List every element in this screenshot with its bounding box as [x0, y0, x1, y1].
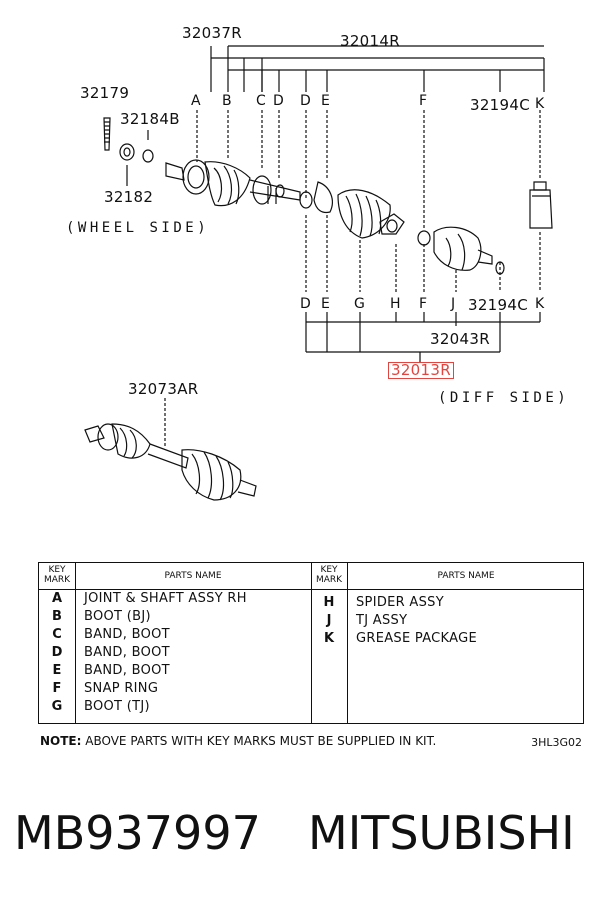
part-number-32037r: 32037R — [182, 24, 242, 42]
key-letter-top: B — [222, 93, 232, 109]
part-number-32179: 32179 — [80, 84, 130, 102]
key-letter-bottom: D — [300, 296, 311, 312]
exploded-view-drawing — [84, 45, 553, 501]
key-letter-top: D — [300, 93, 311, 109]
key-letter-top: D — [273, 93, 284, 109]
key-letter-top: K — [535, 96, 545, 112]
key-letter-top: F — [419, 93, 428, 109]
wheel-side-label: (WHEEL SIDE) — [66, 220, 210, 236]
key-letter-bottom: E — [321, 296, 330, 312]
header-parts-name-left: PARTS NAME — [164, 571, 222, 581]
part-number-32014r: 32014R — [340, 32, 400, 50]
key-letter-bottom: F — [419, 296, 428, 312]
key-letter-bottom: K — [535, 296, 545, 312]
header-parts-name-right: PARTS NAME — [437, 571, 495, 581]
key-letter-bottom: J — [451, 296, 456, 312]
part-number-32182: 32182 — [104, 188, 154, 206]
key-letter-bottom: G — [354, 296, 365, 312]
caption-part-number: MB937997 — [14, 806, 261, 860]
part-number-32043r: 32043R — [430, 330, 490, 348]
part-number-32184b: 32184B — [120, 110, 180, 128]
key-letter-top: E — [321, 93, 330, 109]
caption-brand: MITSUBISHI — [308, 806, 575, 860]
drawing-code: 3HL3G02 — [531, 736, 582, 749]
diff-side-label: (DIFF SIDE) — [438, 390, 570, 406]
part-number-32013r-highlighted: 32013R — [388, 362, 454, 379]
part-number-32194ck-top: 32194C — [470, 96, 530, 114]
kit-note: NOTE: ABOVE PARTS WITH KEY MARKS MUST BE… — [40, 734, 437, 748]
part-number-32194ck-bottom: 32194C — [468, 296, 528, 314]
key-letter-top: C — [256, 93, 266, 109]
key-letter-bottom: H — [390, 296, 401, 312]
part-number-32073ar: 32073AR — [128, 380, 199, 398]
key-letter-top: A — [191, 93, 201, 109]
